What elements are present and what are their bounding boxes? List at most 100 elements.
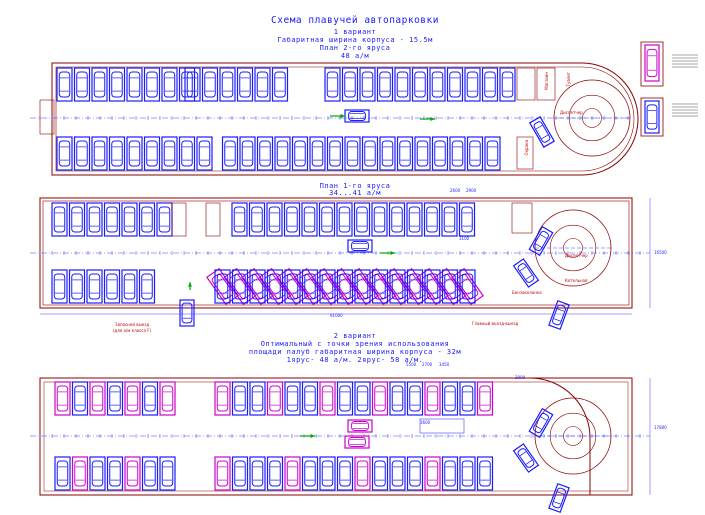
dim-8: 2900: [515, 375, 526, 380]
car-icon: [389, 456, 406, 491]
car-icon: [106, 381, 124, 416]
car-icon: [512, 258, 540, 288]
car-icon: [441, 456, 459, 491]
dim-5: 2700: [422, 362, 433, 367]
car-icon: [68, 269, 86, 304]
car-icon: [459, 269, 476, 304]
arrow-head: [340, 114, 345, 118]
car-icon: [126, 136, 143, 171]
car-icon: [73, 136, 91, 171]
car-icon: [106, 456, 124, 491]
car-icon: [424, 381, 441, 416]
car-icon: [239, 136, 256, 171]
car-icon: [336, 202, 353, 237]
car-icon: [499, 67, 516, 102]
car-icon: [318, 202, 336, 237]
car-icon: [159, 456, 176, 491]
car-icon: [464, 67, 481, 102]
ramp-inner: [582, 108, 602, 128]
car-icon: [178, 136, 196, 171]
car-icon: [231, 269, 249, 304]
car-icon: [124, 381, 141, 416]
dim-9: 16500: [654, 250, 667, 255]
car-icon: [347, 419, 373, 433]
car-icon: [266, 381, 284, 416]
car-icon: [159, 381, 176, 416]
car-icon: [394, 67, 411, 102]
car-icon: [91, 67, 108, 102]
car-icon: [256, 136, 274, 171]
car-icon: [371, 381, 389, 416]
car-icon: [336, 381, 354, 416]
floor1-places: 34...41 а/м: [329, 189, 381, 197]
car-icon: [161, 136, 178, 171]
car-icon: [124, 456, 141, 491]
security-label: Охрана: [524, 140, 529, 156]
car-icon: [309, 136, 326, 171]
car-icon: [481, 67, 499, 102]
security-room: [516, 136, 534, 170]
car-icon: [184, 67, 201, 102]
tech-room: [171, 202, 187, 237]
car-icon: [644, 44, 660, 82]
car-icon: [214, 381, 231, 416]
floor1-label: План 1-го яруса: [319, 182, 391, 190]
heating-label: Котельная: [565, 278, 588, 283]
toilet-label: Туалет: [566, 72, 571, 87]
hull-width-label: Габаритная ширина корпуса - 15.5м: [277, 36, 433, 44]
car-icon: [423, 202, 441, 237]
car-icon: [301, 456, 319, 491]
car-icon: [441, 202, 458, 237]
car-icon: [476, 381, 494, 416]
car-icon: [86, 202, 103, 237]
shop-room-2: [511, 202, 533, 234]
car-icon: [336, 269, 354, 304]
reserve-exit-note: (для а/м класса F): [113, 328, 152, 333]
car-icon: [108, 136, 126, 171]
dim-11: 17800: [654, 425, 667, 430]
car-icon: [231, 381, 249, 416]
car-icon: [406, 202, 423, 237]
arrow-head: [430, 117, 435, 121]
car-icon: [484, 136, 501, 171]
car-icon: [411, 67, 429, 102]
car-icon: [459, 381, 476, 416]
car-icon: [336, 456, 354, 491]
car-icon: [414, 136, 431, 171]
car-icon: [231, 456, 249, 491]
car-icon: [141, 381, 159, 416]
car-icon: [344, 109, 370, 123]
optimal-label: Оптимальный с точки зрения использования: [260, 340, 450, 348]
car-icon: [319, 381, 336, 416]
car-icon: [71, 381, 89, 416]
car-icon: [249, 456, 266, 491]
car-icon: [71, 456, 89, 491]
car-icon: [528, 116, 556, 148]
car-icon: [89, 381, 106, 416]
car-icon: [431, 136, 449, 171]
variant1-label: 1 вариант: [333, 28, 377, 36]
car-icon: [248, 202, 266, 237]
places-label: 1ярус- 48 а/м. 2ярус- 58 а/м.: [286, 356, 424, 364]
car-icon: [458, 202, 476, 237]
legend-frame: [640, 41, 664, 87]
stern-block: [39, 99, 55, 135]
legend-frame-2: [640, 97, 664, 137]
car-icon: [284, 269, 301, 304]
plan-floor1: [30, 197, 651, 331]
car-icon: [319, 269, 336, 304]
car-icon: [138, 202, 156, 237]
car-icon: [429, 67, 446, 102]
car-icon: [376, 67, 394, 102]
car-icon: [379, 136, 396, 171]
car-icon: [528, 225, 554, 257]
dispatcher-label-2: Диспетчер: [565, 253, 588, 258]
tech-room-2: [205, 202, 221, 237]
car-icon: [121, 202, 138, 237]
car-icon: [161, 67, 178, 102]
car-icon: [446, 67, 464, 102]
car-icon: [326, 136, 344, 171]
car-icon: [344, 136, 361, 171]
plan-floor2: [30, 41, 698, 176]
car-icon: [371, 202, 388, 237]
